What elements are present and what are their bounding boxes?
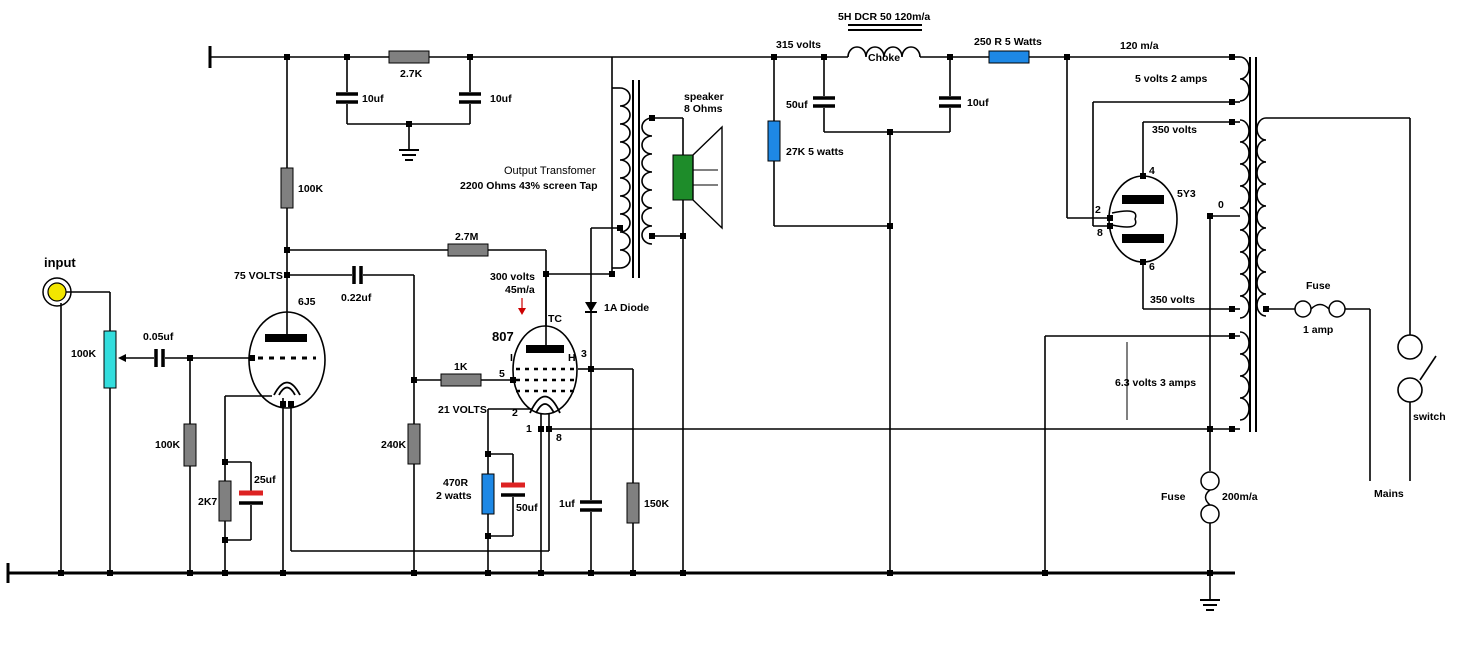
output-transformer xyxy=(619,80,653,278)
cathode-resistor-470r xyxy=(481,473,495,515)
screen-bypass-capacitor xyxy=(580,500,602,512)
pot-value: 100K xyxy=(71,348,97,360)
input-coupling-capacitor xyxy=(154,349,165,367)
preamp-filter-capacitor-a xyxy=(336,92,358,104)
fuse-main-rating: 1 amp xyxy=(1303,324,1333,336)
tube1-label: 6J5 xyxy=(298,296,316,308)
preamp-dropping-resistor xyxy=(388,50,430,64)
cathode-resistor-6j5 xyxy=(218,480,232,522)
input-label: input xyxy=(44,255,76,270)
v21-label: 21 VOLTS xyxy=(438,404,487,416)
rect-pin6: 6 xyxy=(1149,261,1155,273)
r470-value: 470R xyxy=(443,477,469,489)
diode-label: 1A Diode xyxy=(604,302,649,314)
screen-resistor-150k xyxy=(626,482,640,524)
junction-dots xyxy=(58,54,1269,576)
mains-fuse xyxy=(1294,300,1346,318)
pin8-label: 8 xyxy=(556,432,562,444)
v350a-label: 350 volts xyxy=(1152,124,1197,136)
grid-resistor-240k xyxy=(407,423,421,465)
ccath1-value: 25uf xyxy=(254,474,276,486)
r470w-value: 2 watts xyxy=(436,490,472,502)
rect-label: 5Y3 xyxy=(1177,188,1196,200)
r150-value: 150K xyxy=(644,498,670,510)
grid-stopper-resistor xyxy=(440,373,482,387)
v300-label: 300 volts xyxy=(490,271,535,283)
pini-label: I xyxy=(510,352,513,364)
plate-load-resistor xyxy=(280,167,294,209)
cathode-bypass-capacitor-807 xyxy=(501,482,525,497)
pin1-label: 1 xyxy=(526,423,532,435)
i45-label: 45m/a xyxy=(505,284,535,296)
grid-leak-resistor xyxy=(183,423,197,467)
r250-value: 250 R 5 Watts xyxy=(974,36,1042,48)
mains-switch[interactable] xyxy=(1397,334,1437,403)
v63-label: 6.3 volts 3 amps xyxy=(1115,377,1196,389)
preamp-ground-symbol xyxy=(399,149,419,161)
reservoir-capacitor-50uf xyxy=(813,96,835,108)
ccoup-value: 0.22uf xyxy=(341,292,372,304)
speaker-label-2: 8 Ohms xyxy=(684,103,723,115)
power-transformer xyxy=(1239,56,1267,432)
feedback-resistor xyxy=(447,243,489,257)
c10sup-value: 10uf xyxy=(967,97,989,109)
volume-potentiometer[interactable] xyxy=(103,330,126,389)
interstage-coupling-capacitor xyxy=(352,266,363,284)
fuse-main-label: Fuse xyxy=(1306,280,1331,292)
5y3-rectifier-tube xyxy=(1108,175,1178,263)
rect-pin8: 8 xyxy=(1097,227,1103,239)
v350b-label: 350 volts xyxy=(1150,294,1195,306)
mains-label: Mains xyxy=(1374,488,1404,500)
r27k-value: 27K 5 watts xyxy=(786,146,844,158)
ot-label-1: Output Transfomer xyxy=(504,165,596,177)
r2k7-value: 2.7K xyxy=(400,68,423,80)
pinh-label: H xyxy=(568,352,576,364)
v315-label: 315 volts xyxy=(776,39,821,51)
speaker-label-1: speaker xyxy=(684,91,724,103)
ht-fuse xyxy=(1200,471,1220,524)
807-tube xyxy=(512,325,578,415)
ct-label: 0 xyxy=(1218,199,1224,211)
rect-pin2: 2 xyxy=(1095,204,1101,216)
fuse-ht-label: Fuse xyxy=(1161,491,1186,503)
rect-pin4: 4 xyxy=(1149,165,1155,177)
filter-capacitor-10uf xyxy=(939,96,961,108)
filter-choke xyxy=(847,24,922,58)
choke-label: Choke xyxy=(868,52,900,64)
screen-diode xyxy=(585,302,597,313)
ground-rail xyxy=(6,563,1235,583)
speaker-icon xyxy=(672,125,723,230)
bleeder-resistor-27k xyxy=(767,120,781,162)
ot-label-2: 2200 Ohms 43% screen Tap xyxy=(460,180,598,192)
c10a-value: 10uf xyxy=(362,93,384,105)
rfb-value: 2.7M xyxy=(455,231,479,243)
main-ground-symbol xyxy=(1200,599,1220,611)
c1uf-value: 1uf xyxy=(559,498,575,510)
c50sup-value: 50uf xyxy=(786,99,808,111)
cin-value: 0.05uf xyxy=(143,331,174,343)
pin5-label: 5 xyxy=(499,368,505,380)
r240-value: 240K xyxy=(381,439,407,451)
current-indicator-arrow xyxy=(518,298,526,315)
c50cath-value: 50uf xyxy=(516,502,538,514)
fuse-ht-rating: 200m/a xyxy=(1222,491,1258,503)
switch-label: switch xyxy=(1413,411,1446,423)
preamp-filter-capacitor-b xyxy=(459,92,481,104)
tube2-label: 807 xyxy=(492,329,514,344)
v5-label: 5 volts 2 amps xyxy=(1135,73,1208,85)
tc-label: TC xyxy=(548,313,562,325)
c10b-value: 10uf xyxy=(490,93,512,105)
v75-label: 75 VOLTS xyxy=(234,270,283,282)
cathode-bypass-capacitor-6j5 xyxy=(239,490,263,505)
rgrid-value: 100K xyxy=(155,439,181,451)
pin2-label: 2 xyxy=(512,407,518,419)
i120-label: 120 m/a xyxy=(1120,40,1159,52)
r1k-value: 1K xyxy=(454,361,468,373)
series-resistor-250r xyxy=(988,50,1030,64)
choke-spec-label: 5H DCR 50 120m/a xyxy=(838,11,930,23)
pin3-label: 3 xyxy=(581,348,587,360)
rcath1-value: 2K7 xyxy=(198,496,217,508)
rplate-value: 100K xyxy=(298,183,324,195)
